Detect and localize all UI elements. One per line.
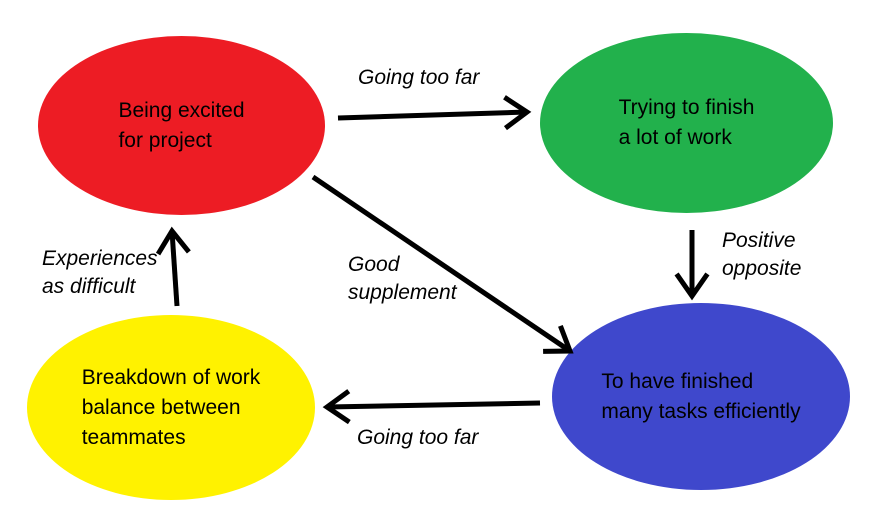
edge-label-line: Experiences [42,247,158,270]
edge-label-line: Positive [722,229,796,252]
node-finished-many-tasks: To have finished many tasks efficiently [552,303,850,490]
arrow-breakdown-to-excited [155,226,191,307]
edge-label-line: as difficult [42,275,136,298]
node-text-line: many tasks efficiently [601,399,801,423]
edge-label-line: supplement [348,281,457,304]
node-text-line: balance between [81,395,241,419]
node-text: Trying to finish a lot of work [619,93,755,153]
node-breakdown-of-work-balance: Breakdown of work balance between teamma… [27,315,315,500]
node-text-line: teammates [81,425,186,449]
node-text-line: To have finished [601,369,754,393]
edge-label-positive-opposite: Positive opposite [722,227,801,283]
node-trying-to-finish-work: Trying to finish a lot of work [540,33,833,213]
edge-label-line: Going too far [357,426,479,449]
edge-label-line: Going too far [358,66,480,89]
node-text-line: Trying to finish [618,96,755,119]
node-text-line: for project [118,128,212,152]
edge-label-line: Good [348,253,400,276]
edge-label-experiences-as-difficult: Experiences as difficult [42,245,158,301]
node-text: Breakdown of work balance between teamma… [82,363,261,453]
arrow-finished-to-breakdown [322,389,541,425]
edge-label-going-too-far-bottom: Going too far [357,424,478,452]
edge-label-line: opposite [722,257,802,280]
node-text-line: a lot of work [618,126,732,149]
node-being-excited-for-project: Being excited for project [38,36,325,215]
node-text-line: Being excited [118,98,245,122]
edge-label-good-supplement: Good supplement [348,251,457,307]
node-text: Being excited for project [118,96,244,156]
node-text: To have finished many tasks efficiently [601,367,800,427]
edge-label-going-too-far-top: Going too far [358,64,479,92]
arrow-excited-to-trying [337,95,532,131]
node-text-line: Breakdown of work [81,365,261,389]
